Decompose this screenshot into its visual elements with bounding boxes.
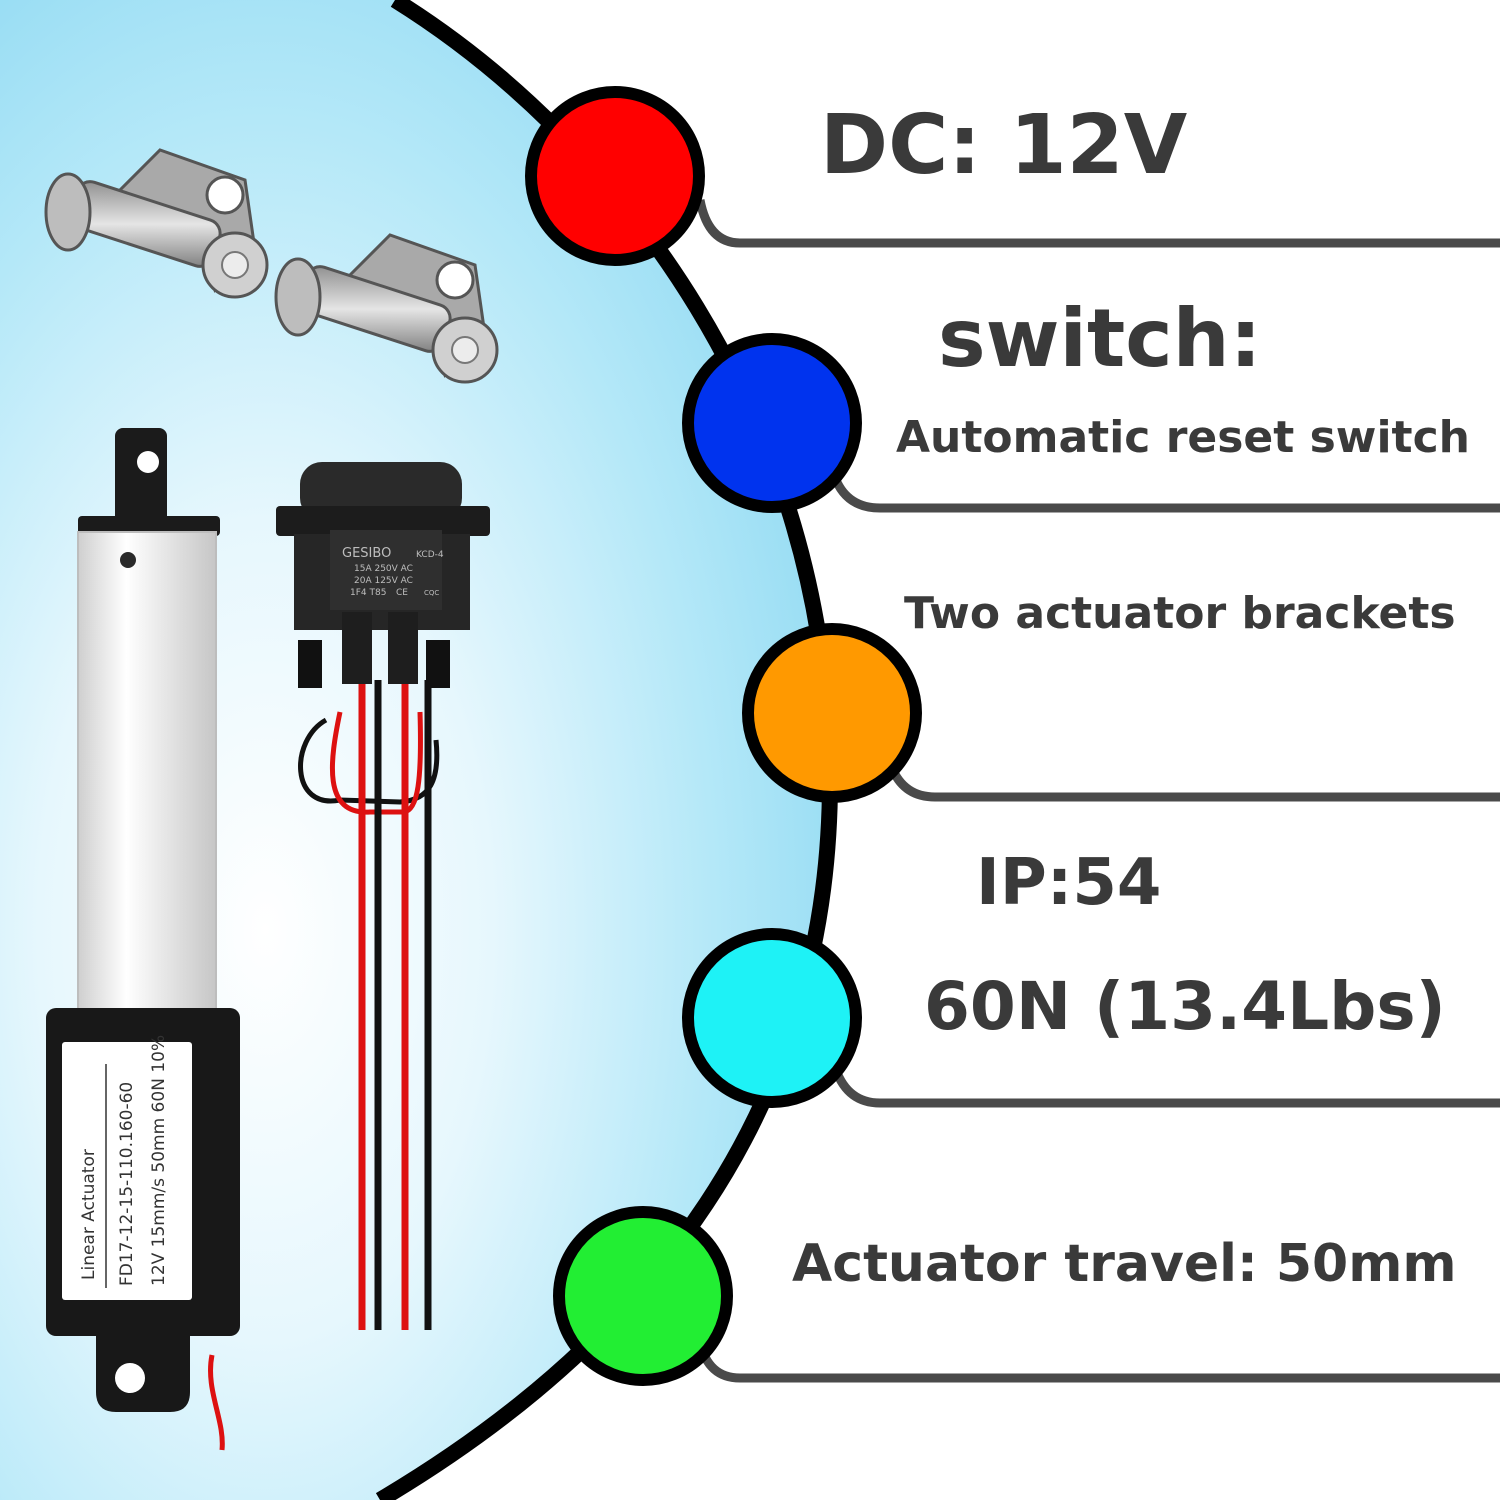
brackets-dot — [742, 623, 922, 803]
switch-rating-2: 20A 125V AC — [354, 576, 413, 586]
switch-model: KCD-4 — [416, 550, 444, 560]
switch-type-spec: Automatic reset switch — [896, 412, 1470, 463]
label-line-2: FD17-12-15-110.160-60 — [117, 1082, 137, 1286]
switch-cqc: CQC — [424, 589, 439, 597]
voltage-spec: DC: 12V — [820, 98, 1188, 193]
label-line-3: 12V 15mm/s 50mm 60N 10% — [149, 1035, 169, 1286]
voltage-dot — [525, 86, 705, 266]
force-dot — [682, 928, 862, 1108]
switch-heading: switch: — [938, 292, 1262, 385]
travel-spec: Actuator travel: 50mm — [792, 1234, 1457, 1294]
actuator-product-label: Linear Actuator FD17-12-15-110.160-60 12… — [79, 1035, 169, 1286]
actuator-bracket — [44, 148, 269, 299]
switch-rating-1: 15A 250V AC — [354, 564, 413, 574]
ip-rating-spec: IP:54 — [976, 846, 1162, 920]
brackets-spec: Two actuator brackets — [904, 588, 1456, 639]
rocker-switch: GESIBO KCD-4 15A 250V AC 20A 125V AC 1F4… — [276, 462, 490, 1330]
switch-cert: CE — [396, 588, 408, 598]
switch-printed-label: GESIBO KCD-4 15A 250V AC 20A 125V AC 1F4… — [342, 546, 444, 598]
switch-rating-3: 1F4 T85 — [350, 588, 386, 598]
force-spec: 60N (13.4Lbs) — [924, 968, 1446, 1045]
travel-dot — [553, 1206, 733, 1386]
label-line-1: Linear Actuator — [79, 1149, 99, 1280]
linear-actuator: Linear Actuator FD17-12-15-110.160-60 12… — [46, 428, 240, 1451]
actuator-bracket — [274, 233, 499, 384]
switch-brand: GESIBO — [342, 546, 391, 561]
switch-dot — [682, 333, 862, 513]
